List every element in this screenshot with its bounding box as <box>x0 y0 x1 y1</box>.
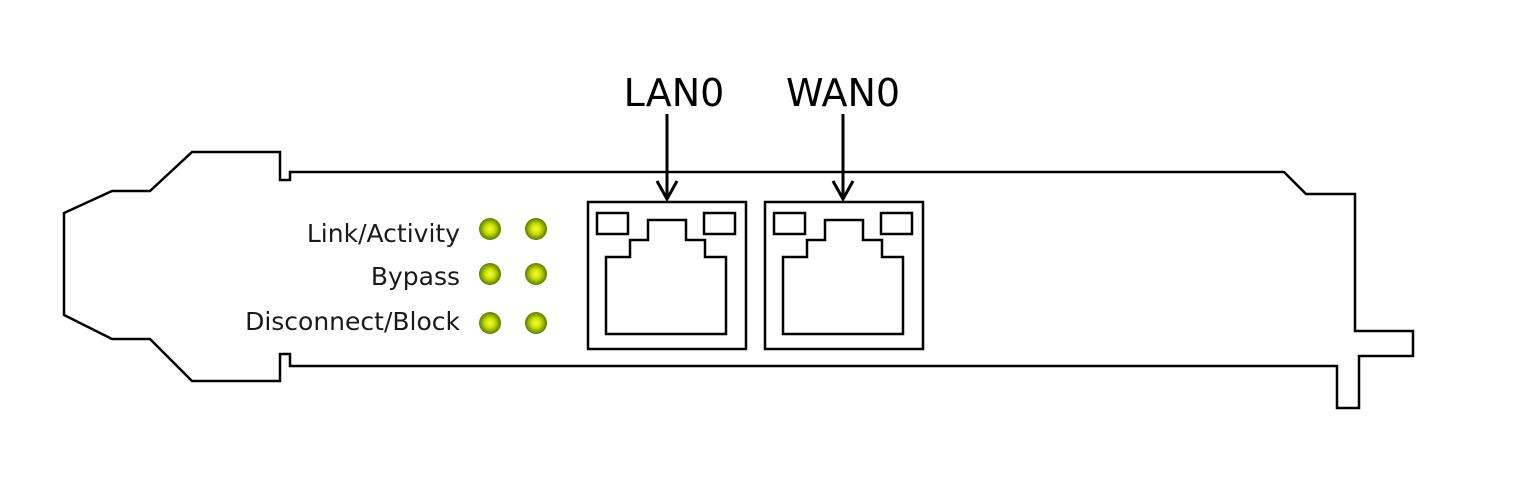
bracket-outline <box>62 150 1415 410</box>
led-indicator-link-activity-2 <box>525 218 547 240</box>
lan0-port-jack <box>604 218 728 336</box>
wan0-port-led-right <box>879 211 914 236</box>
led-label-link-activity: Link/Activity <box>307 219 460 248</box>
led-label-bypass: Bypass <box>371 262 460 291</box>
lan0-arrow-head <box>655 180 679 203</box>
wan0-arrow-head <box>831 180 855 203</box>
wan0-port-led-left <box>772 211 807 236</box>
lan0-port <box>586 200 748 351</box>
led-indicator-disconnect-block-1 <box>479 312 501 334</box>
wan0-label: WAN0 <box>786 71 900 115</box>
led-label-disconnect-block: Disconnect/Block <box>245 307 460 336</box>
wan0-arrow <box>831 114 855 203</box>
wan0-port <box>763 200 925 351</box>
lan0-arrow <box>655 114 679 203</box>
wan0-port-jack <box>781 218 905 336</box>
lan0-label: LAN0 <box>624 71 725 115</box>
led-indicator-bypass-2 <box>525 263 547 285</box>
led-indicator-link-activity-1 <box>479 218 501 240</box>
led-indicator-bypass-1 <box>479 263 501 285</box>
led-grid <box>479 218 547 334</box>
lan0-port-led-left <box>595 211 630 236</box>
led-indicator-disconnect-block-2 <box>525 312 547 334</box>
lan0-port-led-right <box>702 211 737 236</box>
